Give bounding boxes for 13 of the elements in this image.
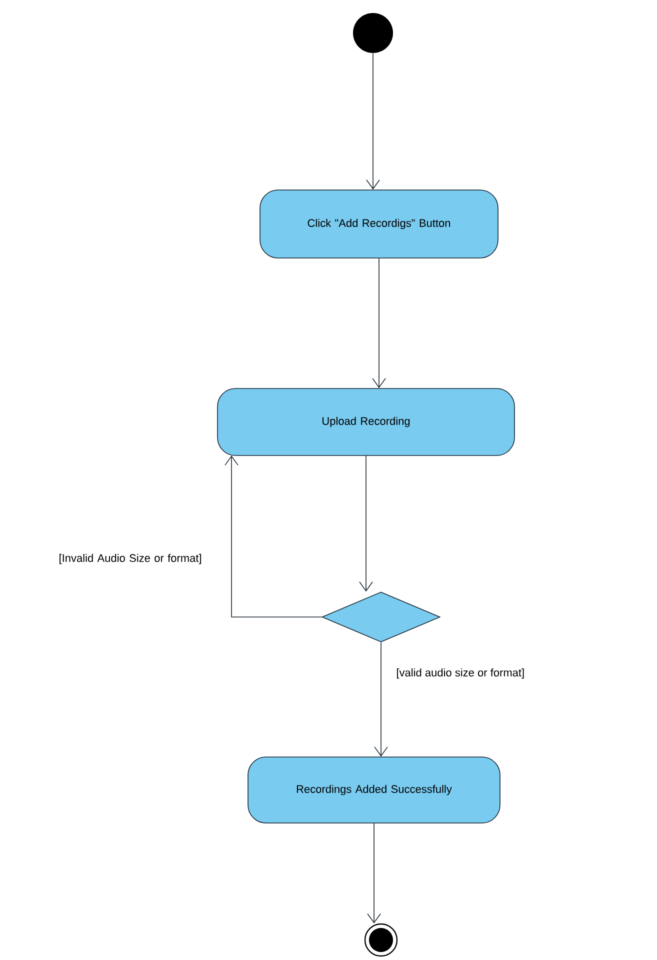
end-bullseye [364,923,398,957]
action-box: Recordings Added Successfully [248,756,500,824]
arrow [224,456,322,618]
arrow [359,456,373,592]
arrow [374,642,388,757]
action-box: Upload Recording [217,388,515,456]
start-dot [353,13,393,53]
arrow [366,52,380,190]
action-box: Click "Add Recordigs" Button [260,190,498,258]
guard-label: [Invalid Audio Size or format] [60,554,202,564]
arrow [367,823,381,924]
guard-label: [valid audio size or format] [396,668,524,679]
arrow [372,258,386,388]
